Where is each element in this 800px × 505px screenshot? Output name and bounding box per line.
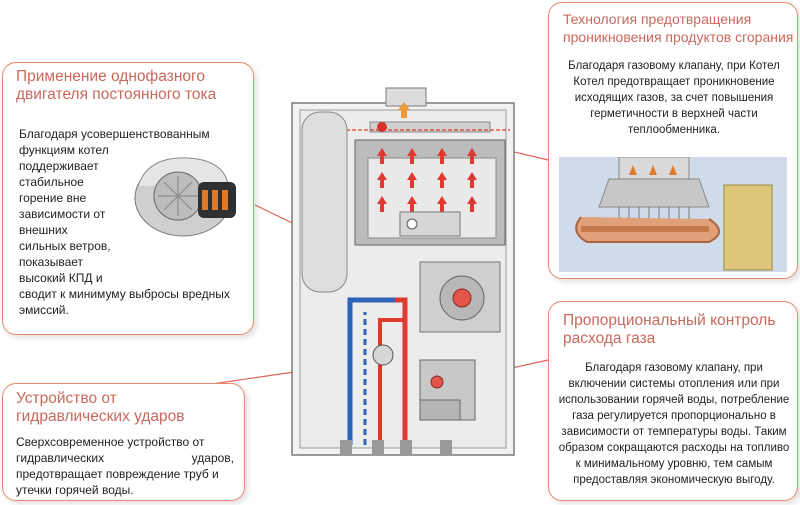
text-line: теплообменника. xyxy=(627,124,721,136)
text-line: утечки горячей воды. xyxy=(16,483,134,497)
text-line: высокий КПД и xyxy=(19,271,103,285)
motor-fan-icon xyxy=(134,157,236,237)
text-line: Котел предотвращает проникновение xyxy=(573,76,775,88)
card-motor: Применение однофазного двигателя постоян… xyxy=(2,62,254,335)
text-line: исходящих газов, за счет повышения xyxy=(574,92,774,104)
card-hydro-title: Устройство от гидравлических ударов xyxy=(16,390,185,426)
text-line: гидравлических ударов, xyxy=(16,451,234,465)
text-line: использовании горячей воды, потребление xyxy=(558,394,790,406)
text-line: газа регулируется пропорционально в xyxy=(572,410,776,422)
card-motor-text: Благодаря усовершенствованным функциям к… xyxy=(19,126,249,318)
card-gas-title-line: расхода газа xyxy=(563,330,656,347)
card-gas-title: Пропорциональный контроль расхода газа xyxy=(563,312,775,348)
card-motor-title-line: двигателя постоянного тока xyxy=(16,86,217,103)
text-line: внешних xyxy=(19,223,68,237)
text-line: показывает xyxy=(19,255,84,269)
boiler-diagram xyxy=(291,87,515,456)
card-motor-title-line: Применение однофазного xyxy=(16,68,205,85)
text-line: герметичности в верхней части xyxy=(590,108,758,120)
text-line: Благодаря газовому клапану, при Котел xyxy=(568,60,780,72)
text-line: стабильное xyxy=(19,175,84,189)
text-line: зависимости от температуры воды. Таким xyxy=(561,426,787,438)
card-motor-title: Применение однофазного двигателя постоян… xyxy=(16,68,216,104)
card-tech-title-line: Технология предотвращения xyxy=(563,11,752,27)
card-tech-title-line: проникновения продуктов сгорания xyxy=(563,29,794,45)
card-gas: Пропорциональный контроль расхода газа Б… xyxy=(548,301,798,501)
text-line: зависимости от xyxy=(19,207,106,221)
text-line: предотвращает повреждение труб и xyxy=(16,467,219,481)
card-hydro: Устройство от гидравлических ударов Свер… xyxy=(2,383,245,501)
card-tech-text: Благодаря газовому клапану, при Котел Ко… xyxy=(555,58,793,138)
card-gas-text: Благодаря газовому клапану, при включени… xyxy=(555,360,793,488)
heat-arrows-icon xyxy=(377,148,477,212)
text-line: сводит к минимуму выбросы вредных xyxy=(19,287,230,301)
text-line: эмиссий. xyxy=(19,303,69,317)
card-hydro-title-line: гидравлических ударов xyxy=(16,408,185,425)
text-line: поддерживает xyxy=(19,159,99,173)
text-line: предоставляя экономическую выгоду. xyxy=(573,474,775,486)
text-line: включении системы отопления или при xyxy=(568,378,780,390)
text-line: к минимальному уровню, тем самым xyxy=(575,458,773,470)
card-hydro-title-line: Устройство от xyxy=(16,390,117,407)
text-line: функциям котел xyxy=(19,143,109,157)
text-line: образом сокращаются расходы на топливо xyxy=(558,442,790,454)
text-line: сильных ветров, xyxy=(19,239,111,253)
heat-exchanger-icon xyxy=(559,157,787,272)
text-line: Благодаря усовершенствованным xyxy=(19,127,210,141)
text-line: Благодаря газовому клапану, при xyxy=(585,362,763,374)
card-hydro-text: Сверхсовременное устройство от гидравлич… xyxy=(16,434,234,498)
card-tech: Технология предотвращения проникновения … xyxy=(548,2,798,279)
text-line: горение вне xyxy=(19,191,87,205)
card-gas-title-line: Пропорциональный контроль xyxy=(563,312,776,329)
text-line: Сверхсовременное устройство от xyxy=(16,435,205,449)
card-tech-title: Технология предотвращения проникновения … xyxy=(563,10,793,46)
